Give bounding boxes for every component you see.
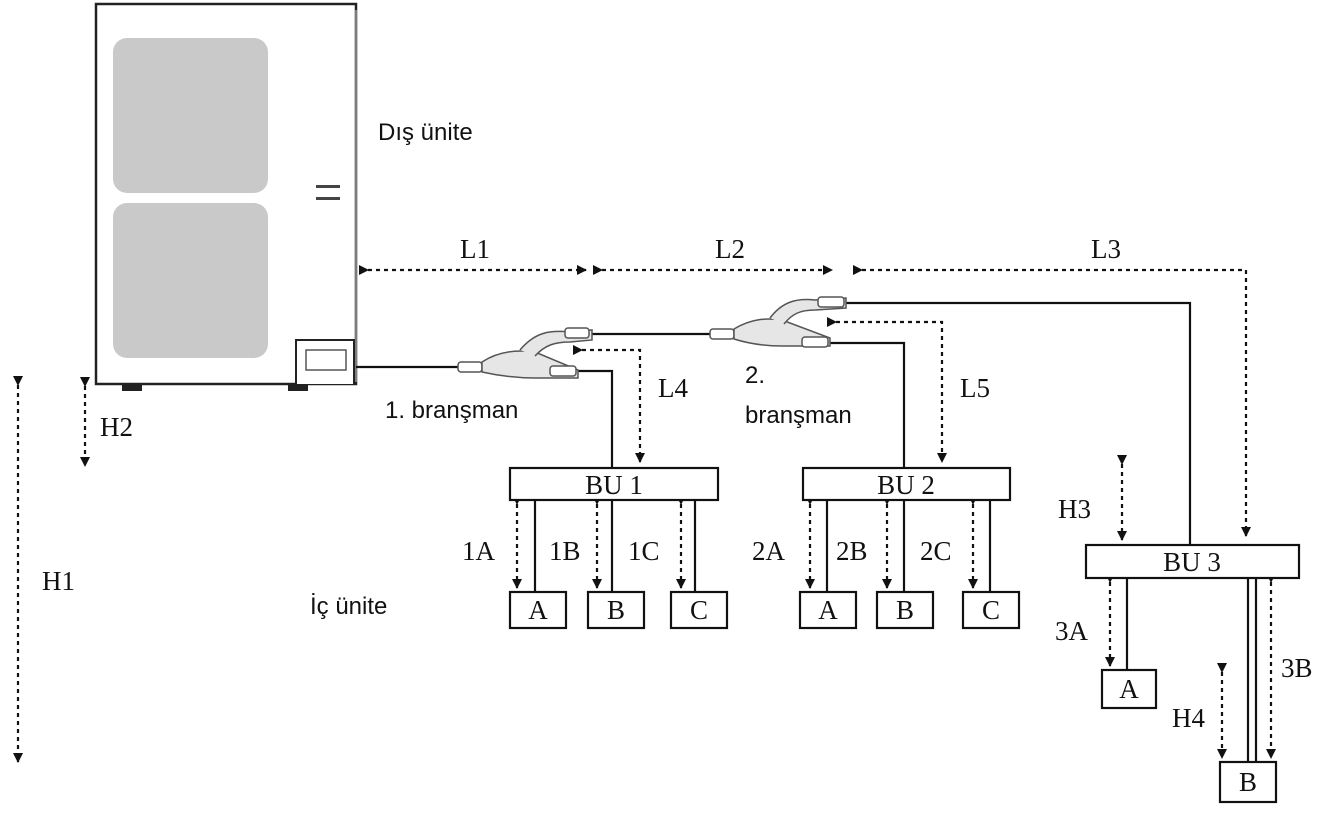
indoor-unit-2b	[875, 590, 935, 630]
dimension-l5	[827, 317, 947, 463]
labels: Dış ünite İç ünite 1. branşman 2. branşm…	[42, 119, 1313, 733]
branch-unit-1: BU 1	[508, 466, 720, 502]
dimension-lines	[13, 265, 1276, 763]
indoor-unit-2c-label: C	[982, 595, 1000, 625]
branch-unit-3: BU 3	[1084, 543, 1301, 580]
indoor-unit-2c	[961, 590, 1021, 630]
indoor-unit-2a	[798, 590, 858, 630]
indoor-units-bu3: A B	[1100, 668, 1278, 804]
label-2c: 2C	[920, 536, 952, 566]
label-1a: 1A	[462, 536, 496, 566]
label-3a: 3A	[1055, 616, 1089, 646]
indoor-unit-3a	[1100, 668, 1158, 710]
indoor-unit-1c-label: C	[690, 595, 708, 625]
label-l5: L5	[960, 373, 990, 403]
branch-unit-1-label: BU 1	[585, 470, 643, 500]
branch-1-label: 1. branşman	[385, 397, 518, 424]
outdoor-unit	[94, 2, 358, 391]
dimension-l4	[573, 345, 645, 463]
indoor-unit-1c	[669, 590, 729, 630]
label-l1: L1	[460, 234, 490, 264]
indoor-unit-1a	[508, 590, 568, 630]
indoor-unit-2a-label: A	[818, 595, 838, 625]
label-2b: 2B	[836, 536, 868, 566]
label-h1: H1	[42, 566, 75, 596]
indoor-unit-3b-label: B	[1239, 767, 1257, 797]
indoor-unit-2b-label: B	[896, 595, 914, 625]
outdoor-unit-foot-right	[288, 384, 308, 391]
indoor-unit-label: İç ünite	[310, 593, 387, 620]
label-h4: H4	[1172, 703, 1205, 733]
branch-unit-2-label: BU 2	[877, 470, 935, 500]
indoor-unit-3a-label: A	[1119, 674, 1139, 704]
outdoor-unit-fan-grille-bottom	[113, 203, 268, 358]
label-2a: 2A	[752, 536, 786, 566]
outdoor-unit-valve-cover	[295, 339, 355, 384]
indoor-unit-3b	[1218, 760, 1278, 804]
branch-joint-1	[457, 327, 593, 379]
label-l3: L3	[1091, 234, 1121, 264]
branch-unit-3-label: BU 3	[1163, 547, 1221, 577]
label-1b: 1B	[549, 536, 581, 566]
indoor-unit-1b	[586, 590, 646, 630]
branch-joint-2	[709, 296, 847, 348]
branch-unit-2: BU 2	[801, 466, 1012, 502]
label-h3: H3	[1058, 494, 1091, 524]
indoor-units-bu1: A B C	[508, 590, 729, 630]
outdoor-unit-label: Dış ünite	[378, 119, 473, 146]
outdoor-unit-handle	[316, 185, 340, 188]
label-3b: 3B	[1281, 653, 1313, 683]
label-h2: H2	[100, 412, 133, 442]
indoor-units-bu2: A B C	[798, 590, 1021, 630]
branch-2-label: branşman	[745, 402, 852, 429]
label-l2: L2	[715, 234, 745, 264]
outdoor-unit-foot-left	[122, 384, 142, 391]
label-l4: L4	[658, 373, 688, 403]
indoor-unit-1a-label: A	[528, 595, 548, 625]
outdoor-unit-fan-grille-top	[113, 38, 268, 193]
dimension-l3	[853, 265, 1251, 537]
branch-2-number: 2.	[745, 362, 765, 389]
label-1c: 1C	[628, 536, 660, 566]
indoor-unit-1b-label: B	[607, 595, 625, 625]
